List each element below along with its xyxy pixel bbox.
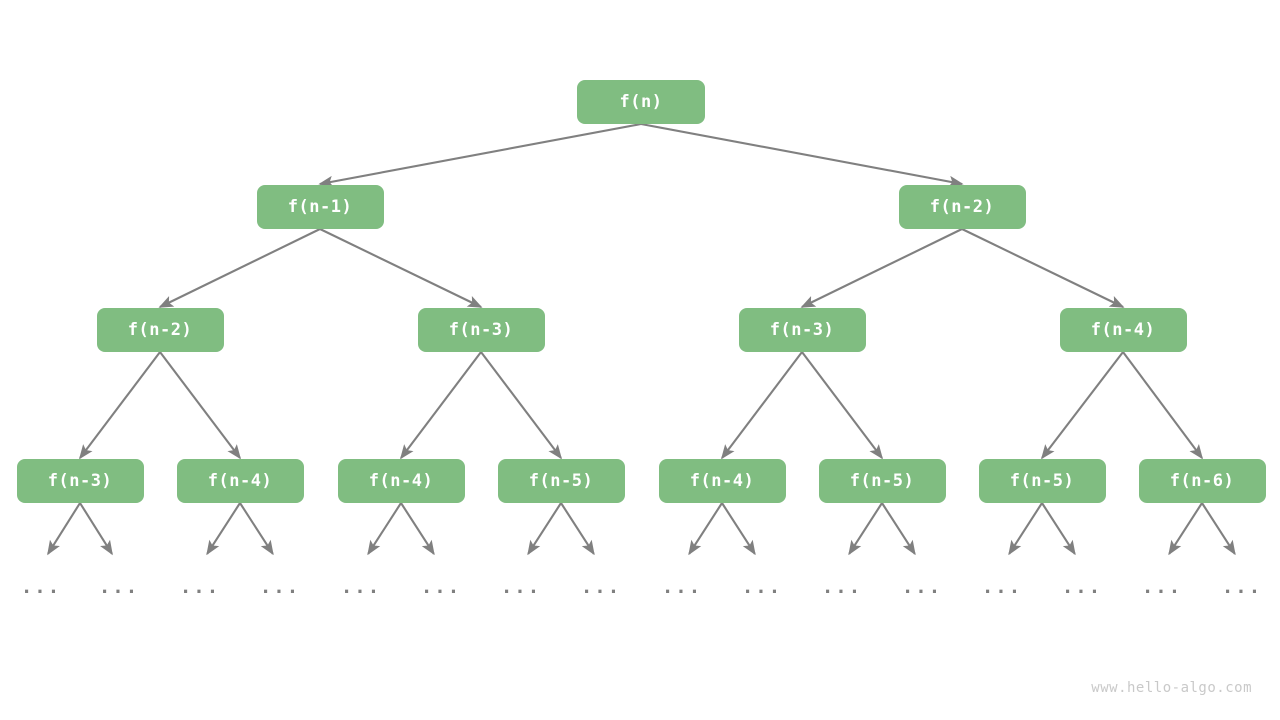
tree-edge — [206, 502, 241, 556]
tree-edge — [848, 502, 883, 556]
tree-edge — [1201, 502, 1236, 556]
tree-edge — [78, 351, 161, 460]
ellipsis-label: ... — [20, 576, 62, 598]
tree-edge — [881, 502, 916, 556]
tree-edge — [47, 502, 81, 556]
tree-node[interactable]: f(n-3) — [417, 308, 545, 352]
tree-node[interactable]: f(n-3) — [738, 308, 866, 352]
tree-edge — [158, 228, 321, 308]
tree-edge — [480, 351, 563, 460]
tree-edge — [1122, 351, 1204, 460]
tree-edge — [159, 351, 242, 460]
ellipsis-label: ... — [340, 576, 382, 598]
ellipsis-label: ... — [981, 576, 1023, 598]
tree-edge — [1008, 502, 1043, 556]
ellipsis-label: ... — [179, 576, 221, 598]
ellipsis-label: ... — [1061, 576, 1103, 598]
tree-edge — [720, 351, 803, 460]
ellipsis-label: ... — [1221, 576, 1263, 598]
tree-node[interactable]: f(n-4) — [337, 459, 465, 503]
tree-edge — [79, 502, 113, 556]
ellipsis-label: ... — [580, 576, 622, 598]
ellipsis-label: ... — [500, 576, 542, 598]
tree-edge — [1040, 351, 1124, 460]
tree-edge — [527, 502, 562, 556]
tree-edge — [399, 351, 482, 460]
tree-edge — [688, 502, 723, 556]
tree-node[interactable]: f(n-5) — [978, 459, 1106, 503]
tree-edge — [367, 502, 402, 556]
tree-edge — [801, 351, 884, 460]
tree-edge — [961, 228, 1125, 308]
ellipsis-label: ... — [259, 576, 301, 598]
watermark: www.hello-algo.com — [1091, 680, 1252, 696]
tree-node[interactable]: f(n-2) — [96, 308, 224, 352]
ellipsis-label: ... — [741, 576, 783, 598]
tree-node[interactable]: f(n-1) — [256, 185, 384, 229]
tree-edge — [640, 122, 964, 188]
tree-edge — [1168, 502, 1203, 556]
tree-edge — [800, 228, 963, 308]
ellipsis-label: ... — [661, 576, 703, 598]
tree-edge — [319, 228, 483, 308]
tree-edge — [721, 502, 756, 556]
ellipsis-label: ... — [821, 576, 863, 598]
tree-edge — [1041, 502, 1076, 556]
tree-node[interactable]: f(n-4) — [658, 459, 786, 503]
tree-edge — [318, 122, 642, 188]
tree-node[interactable]: f(n-2) — [898, 185, 1026, 229]
tree-node[interactable]: f(n-5) — [818, 459, 946, 503]
tree-edge — [239, 502, 274, 556]
tree-node[interactable]: f(n-4) — [176, 459, 304, 503]
ellipsis-label: ... — [1141, 576, 1183, 598]
ellipsis-label: ... — [420, 576, 462, 598]
ellipsis-label: ... — [901, 576, 943, 598]
tree-node[interactable]: f(n-3) — [16, 459, 144, 503]
tree-node[interactable]: f(n-6) — [1138, 459, 1266, 503]
tree-node[interactable]: f(n) — [577, 80, 705, 124]
tree-node[interactable]: f(n-4) — [1059, 308, 1187, 352]
ellipsis-label: ... — [98, 576, 140, 598]
tree-edge — [560, 502, 595, 556]
tree-edge — [400, 502, 435, 556]
tree-node[interactable]: f(n-5) — [497, 459, 625, 503]
